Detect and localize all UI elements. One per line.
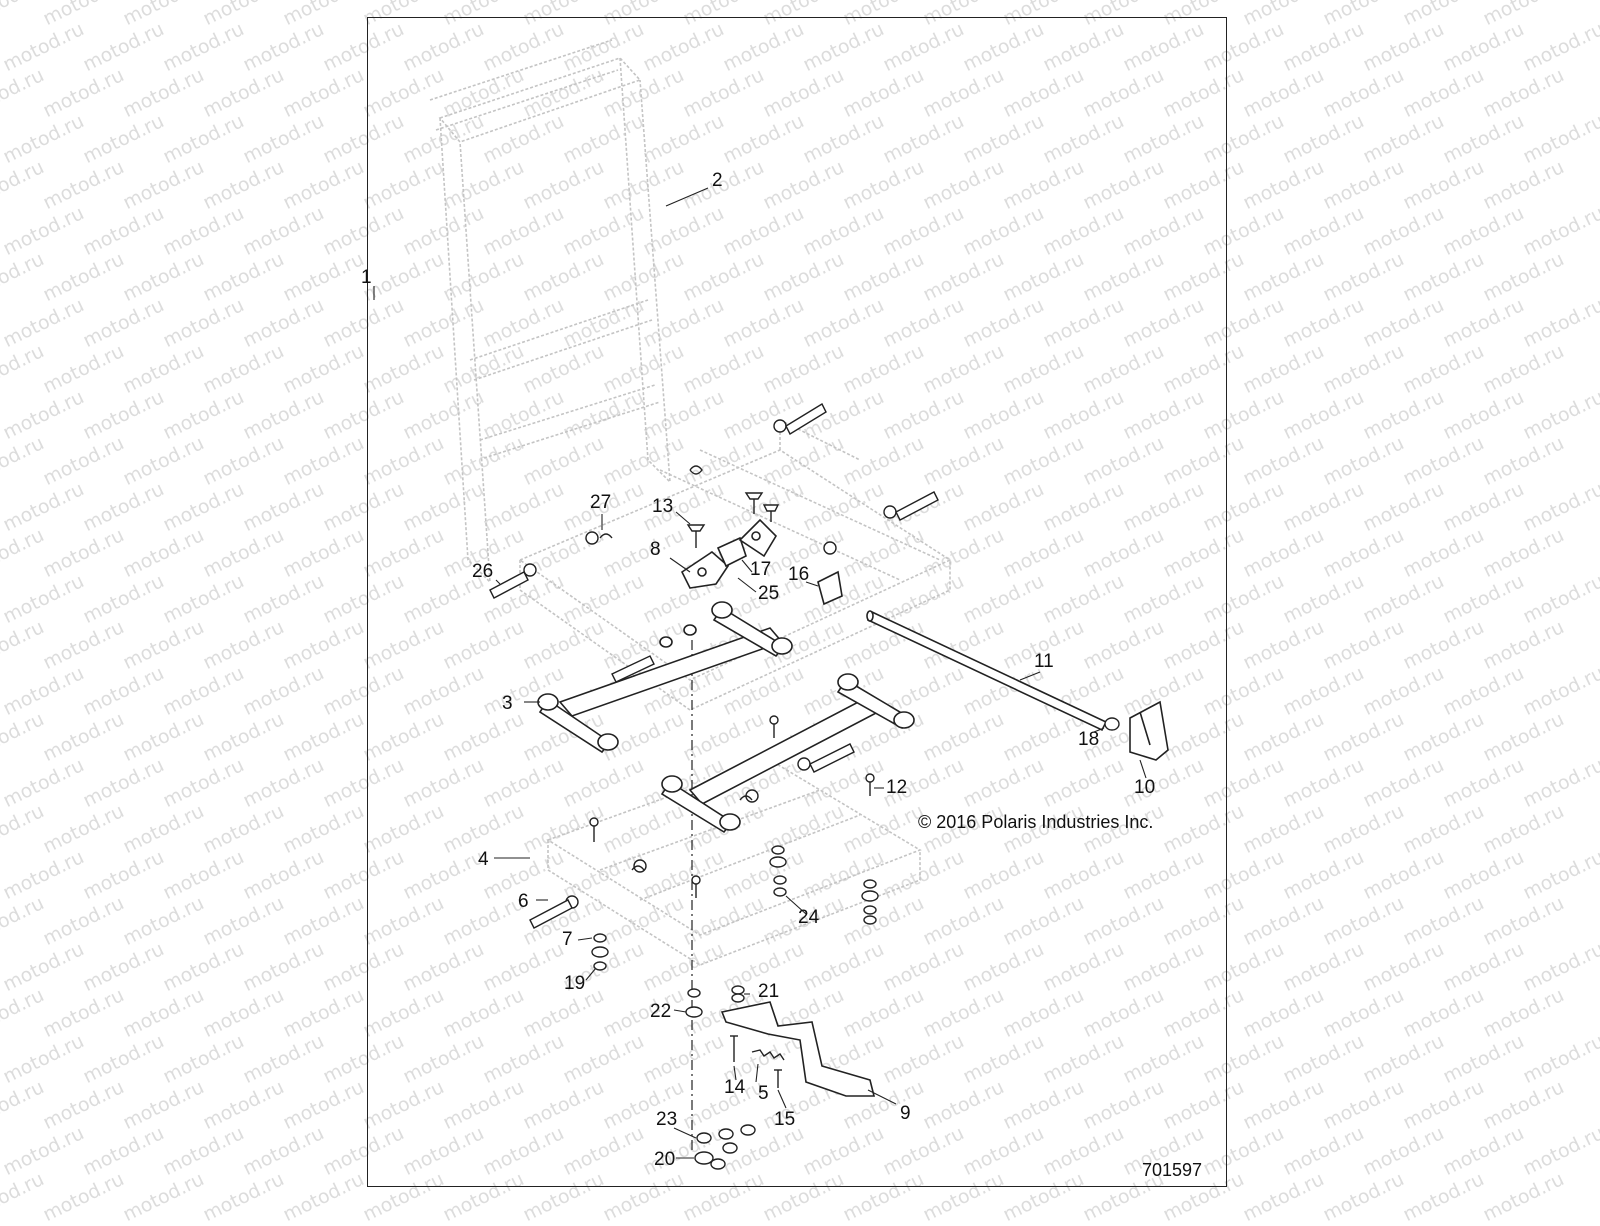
retaining-clips [599,465,753,871]
seat-back-frame-outline [429,39,671,585]
callout-9: 9 [900,1103,911,1124]
mount-brackets [680,518,843,606]
callout-5: 5 [758,1083,769,1104]
shaft [866,610,1108,732]
adjuster-knob [1129,700,1169,761]
diagram-frame [367,17,1227,1187]
callout-8: 8 [650,539,661,560]
seat-base-frame-outline [518,418,952,711]
leader-lines [373,187,1147,1159]
callout-10: 10 [1134,777,1156,798]
callout-4: 4 [478,849,489,870]
callout-17: 17 [750,559,772,580]
pins [489,403,939,929]
callout-6: 6 [518,891,529,912]
callout-7: 7 [562,929,573,950]
washers-and-nuts [591,845,879,1170]
callout-3: 3 [502,693,513,714]
bolts [589,492,875,898]
lower-link-bar [660,673,915,834]
callout-2: 2 [712,170,723,191]
callout-14: 14 [724,1077,746,1098]
callout-13: 13 [652,496,674,517]
callout-11: 11 [1034,651,1054,672]
callout-12: 12 [886,777,908,798]
callout-18: 18 [1078,729,1100,750]
callout-19: 19 [564,973,586,994]
callout-21: 21 [758,981,780,1002]
callout-27: 27 [590,492,612,513]
copyright-notice: © 2016 Polaris Industries Inc. [918,812,1154,832]
callout-22: 22 [650,1001,672,1022]
callout-15: 15 [774,1109,796,1130]
spring-and-studs [730,1035,785,1088]
callout-20: 20 [654,1149,676,1170]
upper-link-bar [537,601,793,754]
drawing-number: 701597 [1142,1160,1203,1180]
callout-23: 23 [656,1109,678,1130]
callout-24: 24 [798,907,820,928]
exploded-view-drawing [373,39,1169,1170]
callout-1: 1 [361,267,372,288]
callout-25: 25 [758,583,780,604]
bushings [523,419,1120,909]
release-lever [720,1001,876,1097]
callout-26: 26 [472,561,494,582]
callout-16: 16 [788,564,810,585]
